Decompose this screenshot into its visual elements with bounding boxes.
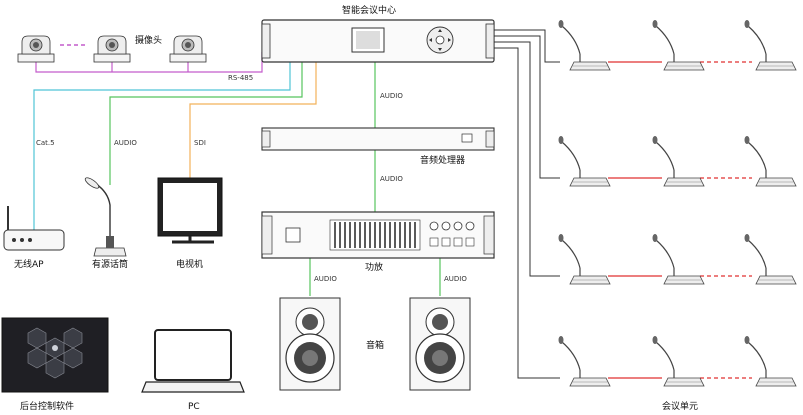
sdi-label: SDI — [194, 139, 206, 147]
camera-2 — [93, 35, 131, 63]
cat5-link — [33, 62, 291, 230]
amplifier — [261, 211, 495, 259]
camera-3 — [169, 35, 207, 63]
active-mic — [84, 177, 127, 257]
center-label: 智能会议中心 — [342, 4, 396, 16]
audio-left-label: AUDIO — [314, 275, 337, 283]
conference-units-label: 会议单元 — [662, 400, 698, 412]
unit-chain-lines — [608, 61, 752, 379]
audio-mic-label: AUDIO — [114, 139, 137, 147]
audio-mid-label: AUDIO — [380, 175, 403, 183]
speaker-left — [279, 297, 341, 391]
conference-center — [261, 19, 495, 63]
wireless-ap-label: 无线AP — [14, 258, 44, 270]
audio-processor — [261, 127, 495, 151]
cat5-label: Cat.5 — [36, 139, 55, 147]
camera-1 — [17, 35, 55, 63]
wireless-ap — [3, 206, 65, 251]
mic-audio-link — [109, 62, 303, 185]
audio-right-label: AUDIO — [444, 275, 467, 283]
speaker-right — [409, 297, 471, 391]
backend-software-label: 后台控制软件 — [20, 400, 74, 412]
pc-label: PC — [188, 402, 200, 412]
camera-label: 摄像头 — [135, 34, 162, 46]
camera-links — [35, 44, 263, 73]
audio-top-label: AUDIO — [380, 92, 403, 100]
conference-units — [557, 19, 797, 387]
sdi-link — [189, 62, 317, 178]
tv — [157, 177, 223, 244]
amp-label: 功放 — [365, 261, 383, 273]
backend-software-screen — [1, 317, 109, 393]
tv-label: 电视机 — [176, 258, 203, 270]
active-mic-label: 有源话筒 — [92, 258, 128, 270]
processor-label: 音频处理器 — [420, 154, 465, 166]
rs485-label: RS-485 — [228, 74, 253, 82]
pc — [141, 329, 245, 393]
unit-trunk-lines — [494, 29, 560, 379]
speakers-label: 音箱 — [366, 339, 384, 351]
